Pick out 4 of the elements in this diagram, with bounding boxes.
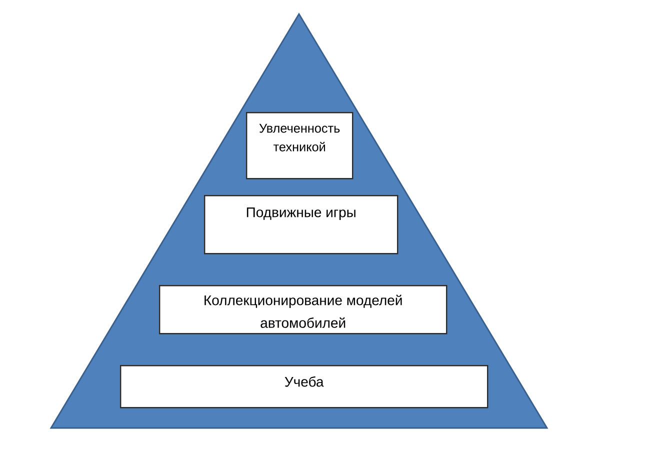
level-box: Коллекционирование моделей автомобилей [159,285,448,334]
level-box: Увлеченность техникой [246,112,354,180]
level-box: Подвижные игры [204,195,398,254]
level-box: Учеба [120,365,488,408]
